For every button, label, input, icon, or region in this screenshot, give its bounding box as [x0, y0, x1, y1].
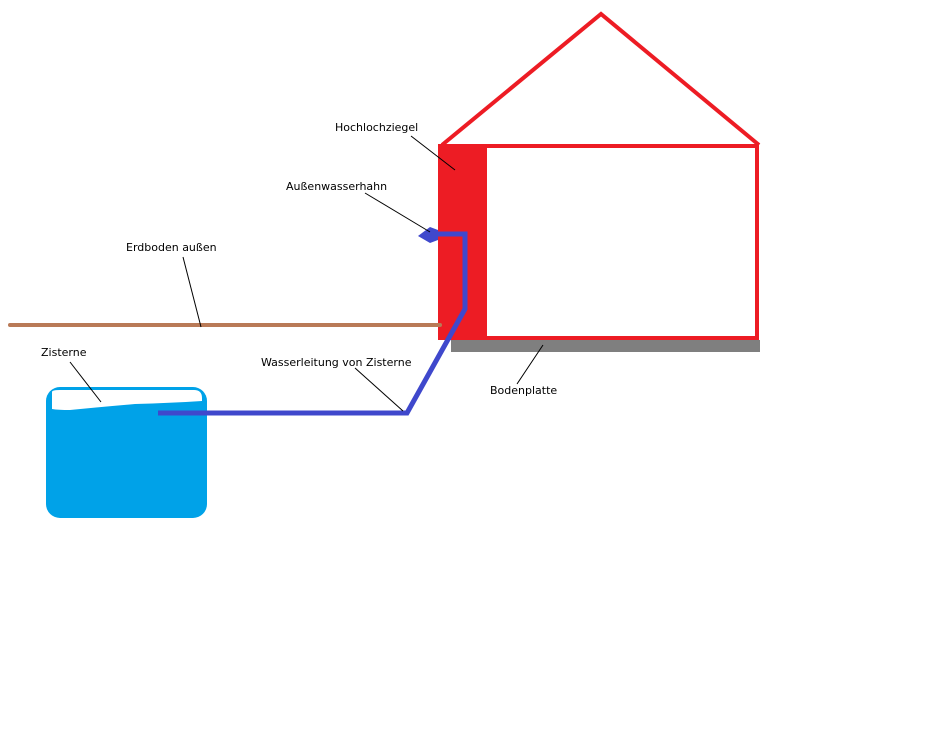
floor-slab — [451, 340, 760, 352]
leader-bodenplatte — [516, 344, 544, 385]
house-roof — [440, 11, 761, 147]
label-wasserleitung: Wasserleitung von Zisterne — [261, 356, 412, 369]
leader-wasserleitung — [354, 367, 404, 412]
label-zisterne: Zisterne — [41, 346, 87, 359]
label-hochlochziegel: Hochlochziegel — [335, 121, 419, 134]
water-pipe — [158, 231, 468, 416]
label-bodenplatte: Bodenplatte — [490, 384, 558, 397]
label-erdboden: Erdboden außen — [126, 241, 217, 254]
leader-hochlochziegel — [410, 135, 456, 171]
leader-aussenwasserhahn — [364, 192, 431, 233]
label-aussenwasserhahn: Außenwasserhahn — [286, 180, 388, 193]
faucet-icon — [418, 227, 438, 243]
leader-erdboden — [182, 256, 202, 328]
cistern-water-surface — [52, 390, 202, 410]
house-wall-outline — [438, 144, 759, 340]
leader-zisterne — [69, 361, 102, 403]
cistern-tank — [46, 387, 207, 518]
